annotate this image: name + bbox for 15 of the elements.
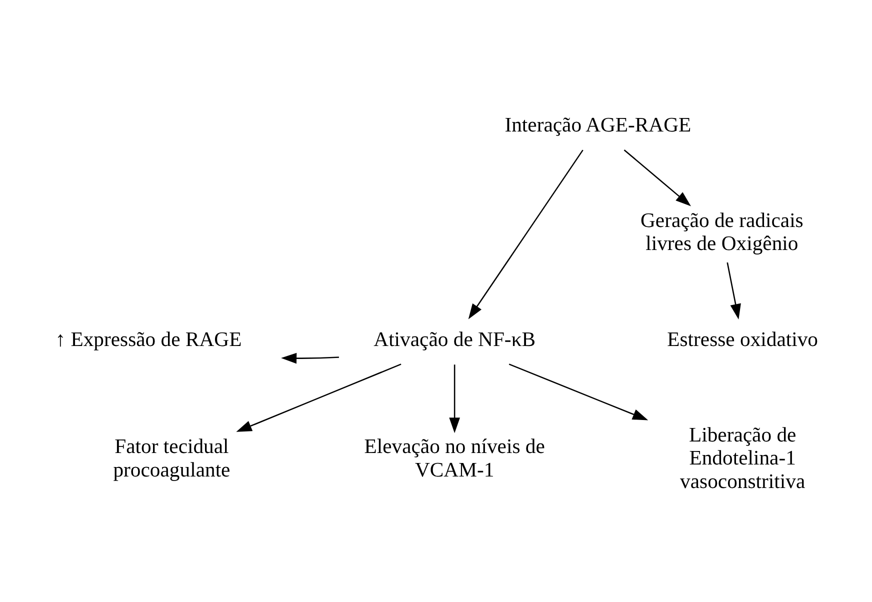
arrow [236,363,401,432]
arrow [448,364,460,433]
arrow [508,363,648,420]
node-text: Fator tecidual procoagulante [112,436,230,481]
node-text: Estresse oxidativo [666,328,818,350]
arrow [726,262,740,319]
node-text: ↑ Expressão de RAGE [54,328,242,350]
arrow [468,149,583,319]
node-text: Liberação de Endotelina-1 vasoconstritiva [680,424,805,492]
node-text: Interação AGE-RAGE [504,114,691,136]
arrow [280,352,338,364]
node-text: Geração de radicais livres de Oxigênio [640,209,803,255]
node-text: Ativação de NF-κB [373,328,536,350]
node-text: Elevação no níveis de VCAM-1 [364,436,544,481]
arrow [623,148,690,206]
